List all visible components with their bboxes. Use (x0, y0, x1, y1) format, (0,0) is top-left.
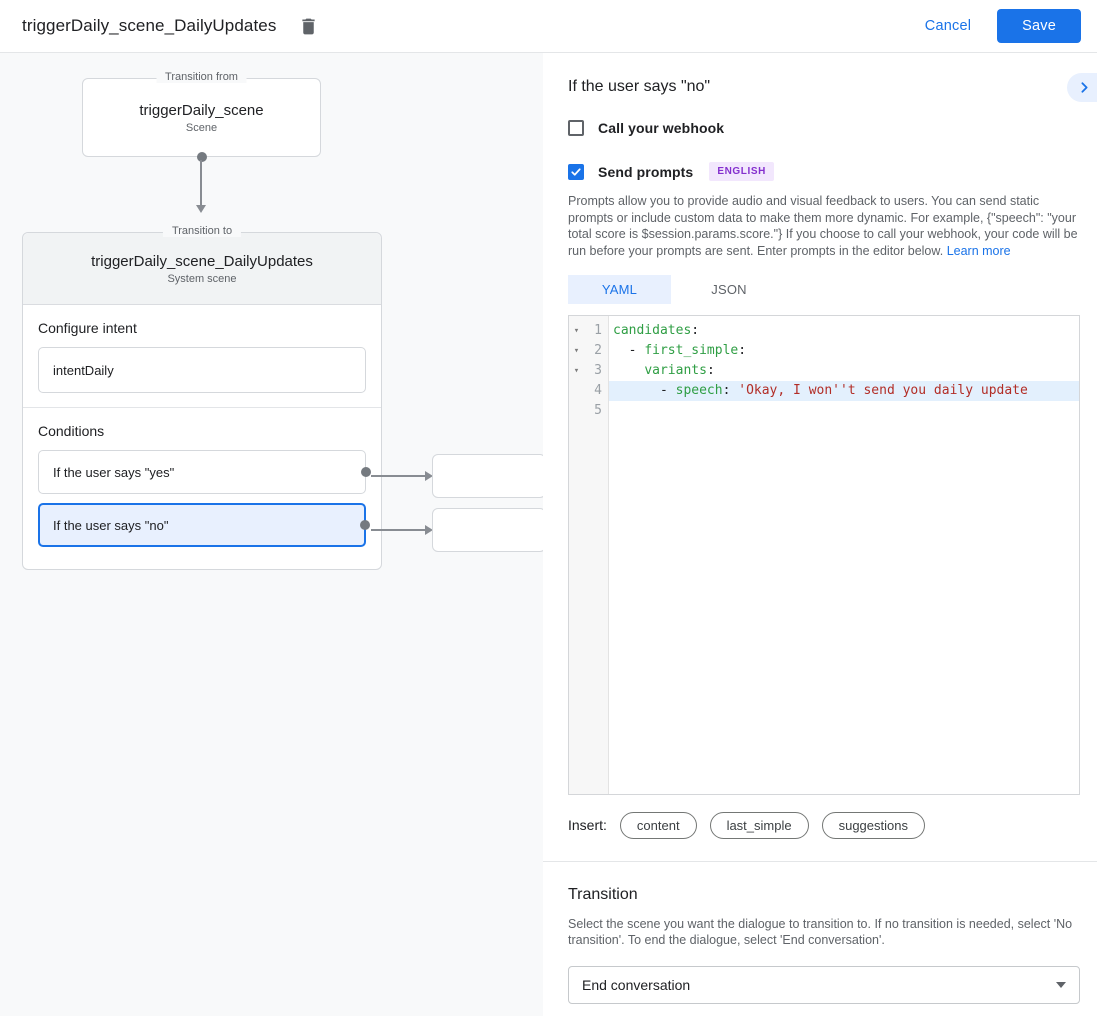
panel-title: If the user says "no" (568, 78, 711, 95)
editor-line-code: variants: (644, 362, 715, 378)
line-number: 2 (594, 342, 602, 358)
send-prompts-label: Send prompts (598, 163, 694, 180)
checkbox-icon[interactable] (568, 163, 584, 180)
connector-dot (360, 520, 370, 530)
condition-editor-panel: If the user says "no" Call your webhook … (543, 53, 1097, 1016)
chevron-right-icon (1080, 82, 1088, 93)
insert-label: Insert: (568, 817, 607, 833)
editor-line-gutter: ▾2 (569, 341, 609, 361)
from-node-subtitle: Scene (185, 121, 218, 134)
intent-field[interactable]: intentDaily (38, 347, 366, 393)
editor-gutter (569, 315, 609, 794)
insert-row: Insert: content last_simple suggestions (568, 811, 1080, 839)
editor-line-code: - first_simple: (613, 342, 747, 358)
to-card-subtitle: System scene (167, 272, 237, 285)
check-icon (571, 167, 581, 176)
line-number: 4 (594, 382, 602, 398)
transition-from-node[interactable]: Transition from triggerDaily_scene Scene (82, 71, 321, 162)
to-card-header: triggerDaily_scene_DailyUpdates System s… (23, 233, 381, 305)
line-number: 5 (594, 402, 602, 418)
condition-no-arrow-line (371, 529, 425, 531)
transition-arrowhead-icon (196, 205, 206, 213)
call-webhook-checkbox[interactable]: Call your webhook (568, 120, 1080, 136)
prompts-description: Prompts allow you to provide audio and v… (568, 193, 1080, 260)
transition-from-label: Transition from (156, 71, 247, 83)
editor-line[interactable]: 5 (569, 401, 1079, 421)
conditions-section: Conditions If the user says "yes" If the … (23, 407, 381, 561)
transition-arrow-line (200, 160, 202, 206)
dropdown-caret-icon (1056, 981, 1066, 988)
checkbox-icon[interactable] (568, 120, 584, 136)
transition-select[interactable]: End conversation (568, 965, 1080, 1004)
learn-more-link[interactable]: Learn more (946, 243, 1011, 258)
delete-icon[interactable] (294, 12, 323, 41)
connector-dot (361, 467, 371, 477)
send-prompts-checkbox[interactable]: Send prompts ENGLISH (568, 162, 1080, 181)
save-button[interactable]: Save (997, 9, 1081, 43)
fold-arrow-icon[interactable]: ▾ (573, 325, 580, 336)
editor-line-gutter: 5 (569, 401, 609, 421)
condition-row-label: If the user says "yes" (53, 464, 175, 480)
prompts-description-text: Prompts allow you to provide audio and v… (568, 194, 1078, 258)
line-number: 3 (594, 362, 602, 378)
condition-yes-arrowhead-icon (425, 471, 433, 481)
condition-yes-arrow-line (371, 475, 425, 477)
from-node-title: triggerDaily_scene (139, 101, 264, 119)
editor-line-gutter: 4 (569, 381, 609, 401)
language-badge: ENGLISH (709, 162, 774, 181)
fold-arrow-icon[interactable]: ▾ (573, 345, 580, 356)
line-number: 1 (594, 322, 602, 338)
fold-arrow-icon[interactable]: ▾ (573, 365, 580, 376)
editor-line-code: candidates: (613, 322, 700, 338)
connector-dot (196, 152, 207, 162)
insert-chip-suggestions[interactable]: suggestions (821, 811, 925, 839)
insert-chip-last_simple[interactable]: last_simple (709, 811, 809, 839)
transition-select-value: End conversation (582, 976, 691, 993)
insert-chip-content[interactable]: content (619, 811, 697, 839)
cancel-button[interactable]: Cancel (924, 18, 972, 34)
tab-yaml[interactable]: YAML (568, 274, 671, 304)
condition-row-label: If the user says "no" (53, 517, 169, 533)
transition-target-node[interactable] (432, 508, 546, 552)
panel-divider (543, 860, 1097, 862)
transition-to-label: Transition to (162, 225, 242, 237)
editor-line-code: - speech: 'Okay, I won''t send you daily… (609, 380, 1079, 401)
tab-json[interactable]: JSON (711, 281, 747, 297)
configure-intent-section: Configure intent intentDaily (23, 305, 381, 407)
transition-to-card: Transition to triggerDaily_scene_DailyUp… (22, 225, 382, 570)
editor-line-gutter: ▾3 (569, 361, 609, 381)
fold-spacer (569, 401, 584, 421)
condition-no-arrowhead-icon (425, 525, 433, 535)
editor-format-tabs: YAML JSON (568, 274, 1080, 304)
to-card-title: triggerDaily_scene_DailyUpdates (91, 252, 313, 270)
condition-row[interactable]: If the user says "yes" (38, 450, 371, 494)
editor-line[interactable]: 4 - speech: 'Okay, I won''t send you dai… (569, 380, 1079, 401)
fold-spacer (569, 381, 584, 401)
editor-line[interactable]: ▾3 variants: (569, 361, 1079, 381)
editor-line-code (609, 401, 1079, 421)
editor-line[interactable]: ▾2 - first_simple: (569, 341, 1079, 361)
collapse-panel-button[interactable] (1067, 73, 1097, 102)
condition-row[interactable]: If the user says "no" (38, 503, 370, 547)
page-title: triggerDaily_scene_DailyUpdates (22, 16, 277, 35)
transition-section-title: Transition (568, 885, 638, 903)
transition-description: Select the scene you want the dialogue t… (568, 916, 1073, 948)
conditions-label: Conditions (38, 423, 105, 439)
transition-target-node[interactable] (432, 454, 546, 498)
editor-line-gutter: ▾1 (569, 321, 609, 341)
call-webhook-label: Call your webhook (598, 120, 725, 136)
configure-intent-label: Configure intent (38, 320, 137, 336)
topbar: triggerDaily_scene_DailyUpdates Cancel S… (0, 0, 1097, 53)
